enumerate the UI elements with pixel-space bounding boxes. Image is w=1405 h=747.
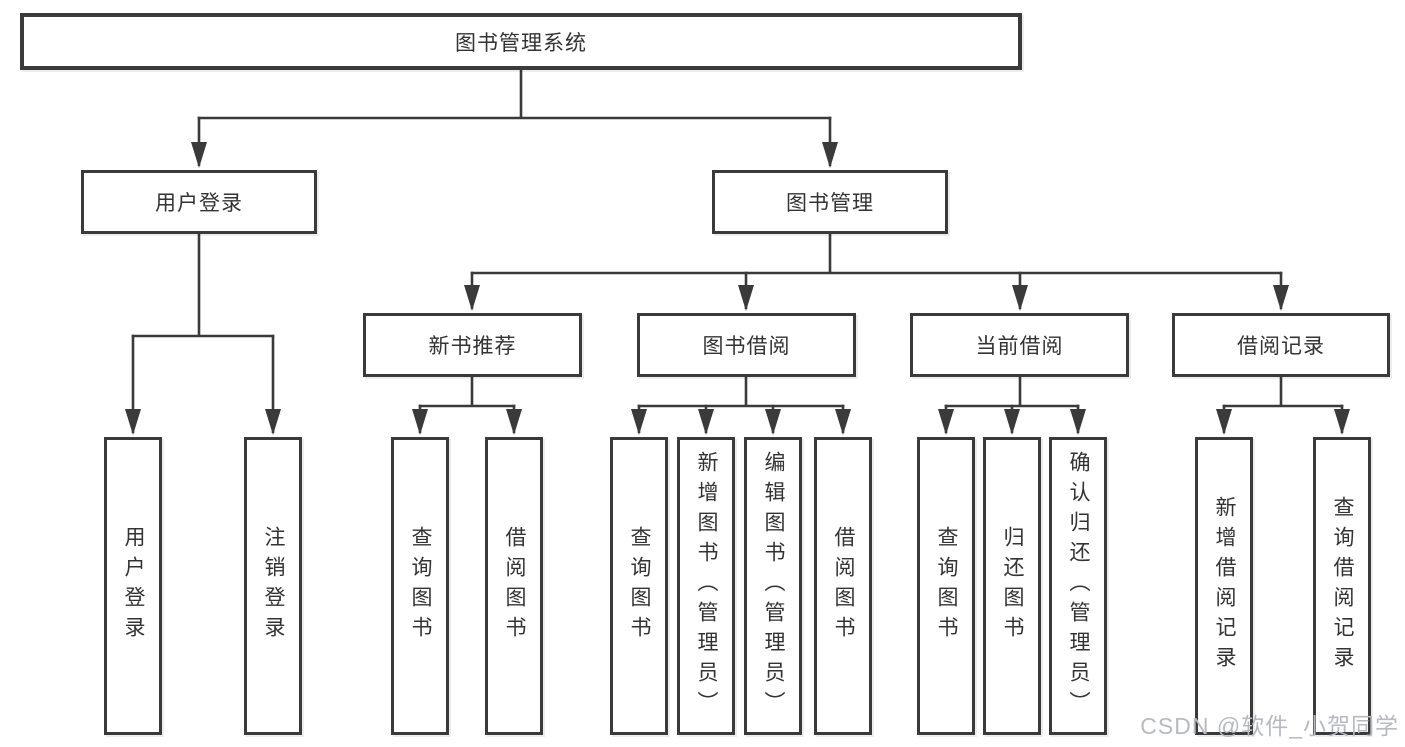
connector-borrow-records-trunk: [1222, 377, 1344, 408]
node-query-current-borrow: 查询图书: [917, 437, 975, 735]
node-new-book-recommend: 新书推荐: [363, 313, 582, 377]
node-user-login-leaf: 用户登录: [104, 437, 162, 735]
node-add-borrow-record: 新增借阅记录: [1195, 437, 1253, 735]
node-root: 图书管理系统: [20, 13, 1022, 70]
node-query-book-recommend: 查询图书: [391, 437, 449, 735]
node-book-borrow: 图书借阅: [637, 313, 856, 377]
connector-book-management-trunk: [470, 234, 1283, 275]
node-return-book: 归还图书: [983, 437, 1041, 735]
connector-book-borrow-trunk: [637, 377, 845, 408]
connector-new-book-recommend-trunk: [418, 377, 516, 408]
connector-root-trunk: [197, 69, 832, 120]
node-query-book-borrow: 查询图书: [610, 437, 668, 735]
watermark: CSDN @软件_小贺同学: [1140, 713, 1399, 739]
node-edit-book-admin: 编辑图书（管理员）: [744, 437, 802, 735]
node-book-management: 图书管理: [712, 170, 948, 234]
node-add-book-admin: 新增图书（管理员）: [677, 437, 735, 735]
connector-current-borrow-trunk: [944, 377, 1080, 408]
node-current-borrow: 当前借阅: [910, 313, 1129, 377]
node-user-login: 用户登录: [81, 170, 317, 234]
node-logout-leaf: 注销登录: [244, 437, 302, 735]
node-query-borrow-record: 查询借阅记录: [1313, 437, 1371, 735]
node-borrow-book-recommend: 借阅图书: [485, 437, 543, 735]
node-borrow-records: 借阅记录: [1172, 313, 1390, 377]
node-confirm-return-admin: 确认归还（管理员）: [1049, 437, 1107, 735]
node-borrow-book-leaf: 借阅图书: [814, 437, 872, 735]
connector-user-login-trunk: [131, 234, 275, 338]
